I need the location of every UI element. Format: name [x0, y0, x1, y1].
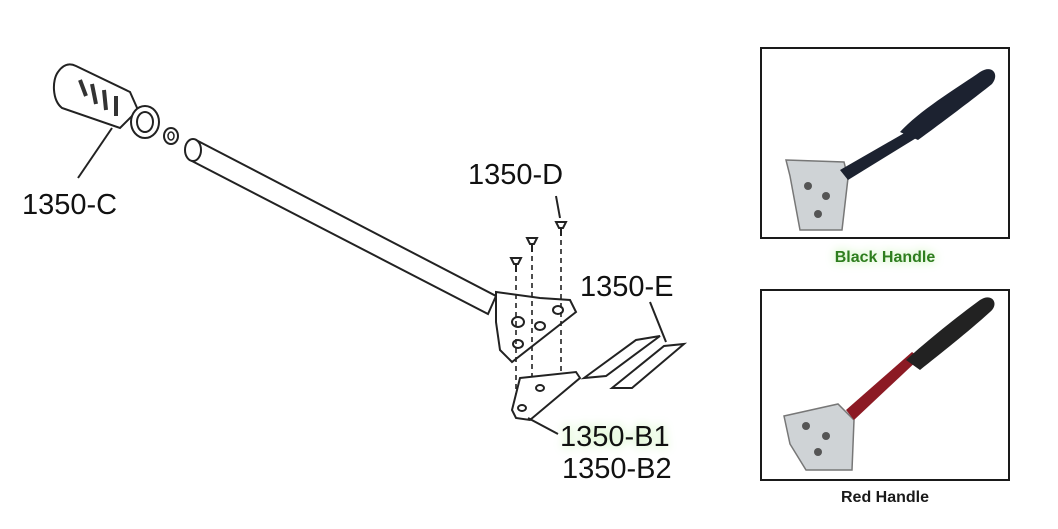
label-1350-c: 1350-C	[22, 189, 117, 221]
leader-line-b	[527, 417, 559, 435]
red-handle-photo	[760, 289, 1010, 481]
label-1350-b1: 1350-B1	[560, 421, 670, 453]
screw-3	[509, 257, 523, 272]
red-handle-caption: Red Handle	[841, 489, 929, 506]
leader-line-c	[77, 127, 113, 179]
leader-line-d	[555, 195, 561, 219]
label-1350-b2: 1350-B2	[562, 453, 672, 485]
washer	[163, 127, 179, 145]
label-1350-d: 1350-D	[468, 159, 563, 191]
blade-1	[580, 335, 661, 380]
lower-blade-holder	[510, 370, 582, 422]
label-1350-e: 1350-E	[580, 271, 674, 303]
shaft	[184, 138, 498, 316]
assembly-dashed-lines	[515, 240, 562, 405]
grip-handle	[52, 63, 160, 139]
screw-1	[554, 221, 568, 236]
black-handle-caption: Black Handle	[835, 249, 936, 266]
blade-holder-head	[495, 290, 578, 364]
leader-line-e	[649, 301, 667, 343]
black-handle-photo	[760, 47, 1010, 239]
blade-2	[609, 342, 688, 389]
screw-2	[525, 237, 539, 252]
